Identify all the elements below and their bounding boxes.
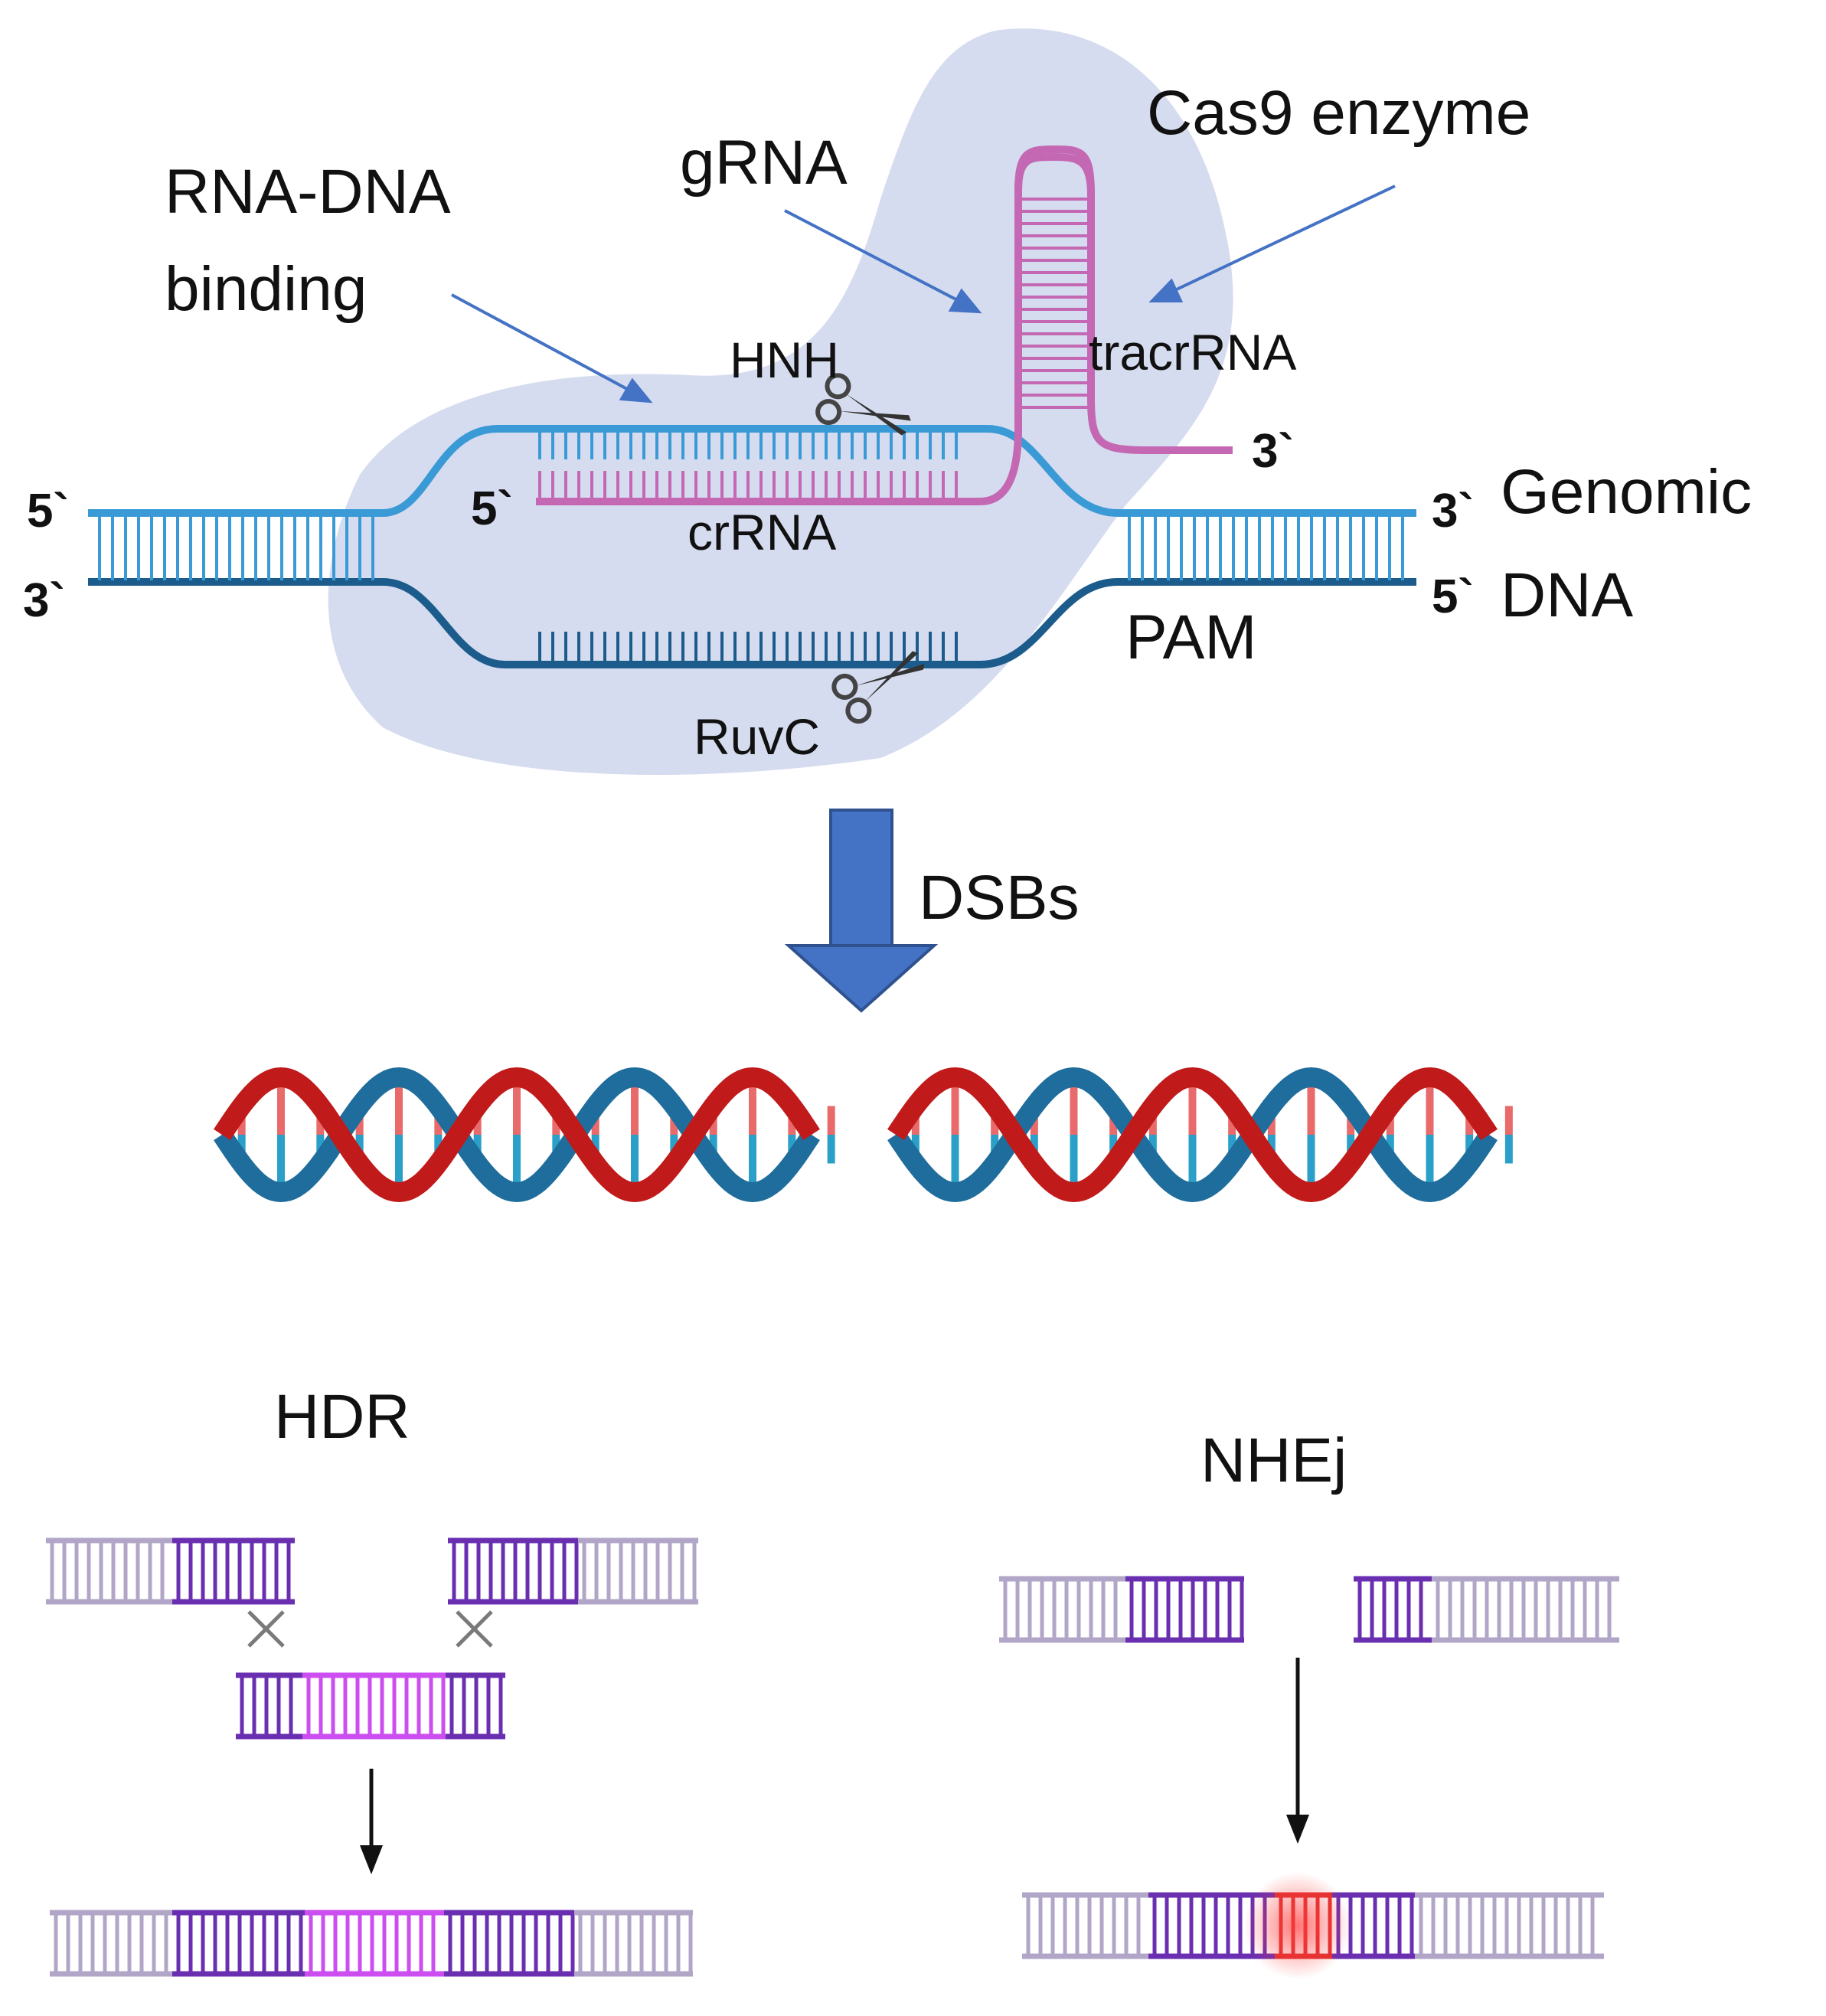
genomic-label: Genomic bbox=[1501, 457, 1752, 527]
left-top-strand-end: 5` bbox=[27, 485, 69, 537]
dna-bottom-strand bbox=[88, 578, 1416, 668]
dna-double-helix-left bbox=[214, 1067, 835, 1203]
cas9-pointer bbox=[1165, 185, 1396, 296]
crrna-5-end: 5` bbox=[471, 482, 513, 535]
helix-strand-blue bbox=[214, 1067, 820, 1203]
rna-dna-label-line2: binding bbox=[165, 254, 367, 324]
cas9-enzyme-label: Cas9 enzyme bbox=[1147, 78, 1530, 148]
right-top-strand-end: 3` bbox=[1432, 485, 1474, 537]
crrna-strand bbox=[536, 145, 1233, 505]
cas9-enzyme-blob bbox=[328, 28, 1233, 776]
crossover-x-marks bbox=[247, 1610, 493, 1648]
tracrrna-label: tracrRNA bbox=[1089, 324, 1296, 381]
rna-dna-arrowhead bbox=[619, 377, 653, 404]
pointer-arrows bbox=[451, 185, 1396, 404]
nhej-down-arrow bbox=[1286, 1658, 1309, 1844]
nhej-pathway bbox=[999, 1576, 1619, 1959]
rna-dna-label-line1: RNA-DNA bbox=[165, 157, 451, 227]
nhej-indel-glow bbox=[1244, 1872, 1351, 1979]
ruvc-label: RuvC bbox=[694, 708, 820, 765]
dna-top-strand bbox=[88, 425, 1416, 517]
helix-strand-red bbox=[887, 1067, 1498, 1203]
tracrrna-hairpin-inner bbox=[1014, 152, 1095, 196]
dna-double-helix-right bbox=[887, 1067, 1513, 1203]
pam-label: PAM bbox=[1125, 603, 1257, 672]
cas9-arrowhead bbox=[1148, 278, 1184, 302]
hdr-down-arrow bbox=[360, 1769, 383, 1874]
tracrrna-3-end: 3` bbox=[1252, 425, 1294, 478]
hdr-label: HDR bbox=[274, 1382, 410, 1452]
dna-label: DNA bbox=[1501, 560, 1633, 630]
nhej-label: NHEj bbox=[1200, 1426, 1347, 1495]
helix-strand-red bbox=[214, 1067, 820, 1203]
dsbs-label: DSBs bbox=[919, 863, 1080, 933]
guide-rna bbox=[536, 145, 1233, 505]
hnh-label: HNH bbox=[730, 332, 839, 388]
crrna-label: crRNA bbox=[688, 504, 836, 560]
helix-strand-blue bbox=[887, 1067, 1498, 1203]
left-bottom-strand-end: 3` bbox=[23, 574, 65, 627]
right-bottom-strand-end: 5` bbox=[1432, 570, 1474, 623]
grna-pointer bbox=[784, 209, 967, 306]
dsbs-arrow bbox=[784, 809, 939, 1013]
rna-dna-pointer bbox=[451, 293, 638, 396]
hdr-pathway bbox=[46, 1537, 698, 1977]
grna-label: gRNA bbox=[680, 128, 848, 198]
dna-base-pairs bbox=[98, 430, 1404, 663]
genomic-dna bbox=[88, 425, 1416, 668]
rna-base-pairs bbox=[538, 198, 1089, 500]
grna-arrowhead bbox=[948, 288, 982, 314]
